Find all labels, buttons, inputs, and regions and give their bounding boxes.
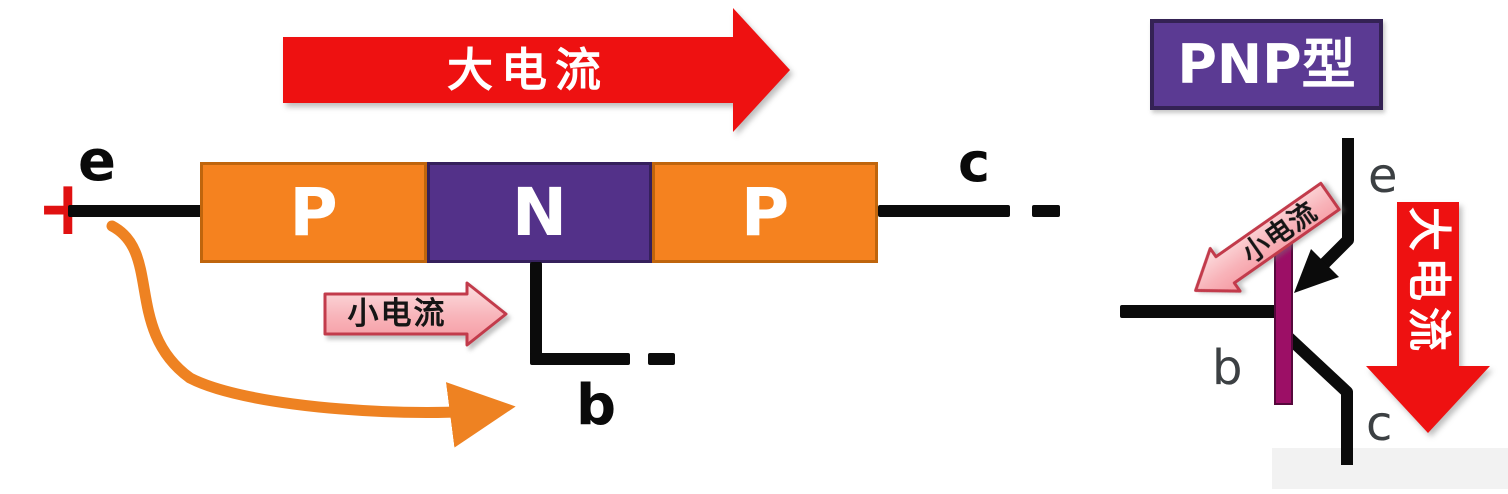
n-region-label: N (511, 173, 568, 251)
symbol-title: PNP型 (1177, 32, 1356, 96)
small-current-arrow: 小电流 (323, 281, 509, 347)
p-region-left-label: P (289, 173, 338, 251)
symbol-big-current-label: 大电流 (1403, 207, 1454, 357)
emitter-label: e (78, 129, 116, 194)
collector-minus-sign (1032, 205, 1060, 217)
symbol-collector-line (1282, 331, 1353, 465)
symbol-big-current-arrowhead-icon (1366, 366, 1490, 433)
small-current-label: 小电流 (347, 295, 447, 332)
symbol-base-wire (1120, 305, 1276, 318)
symbol-title-box: PNP型 (1150, 19, 1383, 110)
n-region: N (427, 162, 652, 263)
symbol-small-current-arrow: 小电流 (1176, 172, 1347, 315)
base-minus-sign (648, 353, 675, 365)
p-region-right-label: P (740, 173, 790, 251)
emitter-arrowhead-icon (1294, 249, 1339, 293)
background-strip (1272, 448, 1508, 489)
base-label: b (576, 373, 617, 438)
symbol-emitter-label: e (1368, 148, 1398, 204)
p-region-right: P (652, 162, 878, 263)
big-current-arrow-shaft: 大电流 (283, 37, 733, 103)
base-wire-vertical (530, 262, 542, 361)
p-region-left: P (200, 162, 427, 263)
collector-wire (878, 205, 1010, 217)
base-wire-horizontal (530, 353, 630, 365)
collector-label: c (958, 131, 991, 194)
big-current-arrowhead-icon (733, 8, 790, 132)
big-current-label: 大电流 (447, 43, 609, 97)
symbol-big-current-arrow-shaft (1397, 202, 1459, 370)
emitter-wire (68, 205, 202, 217)
symbol-base-label: b (1212, 340, 1243, 396)
